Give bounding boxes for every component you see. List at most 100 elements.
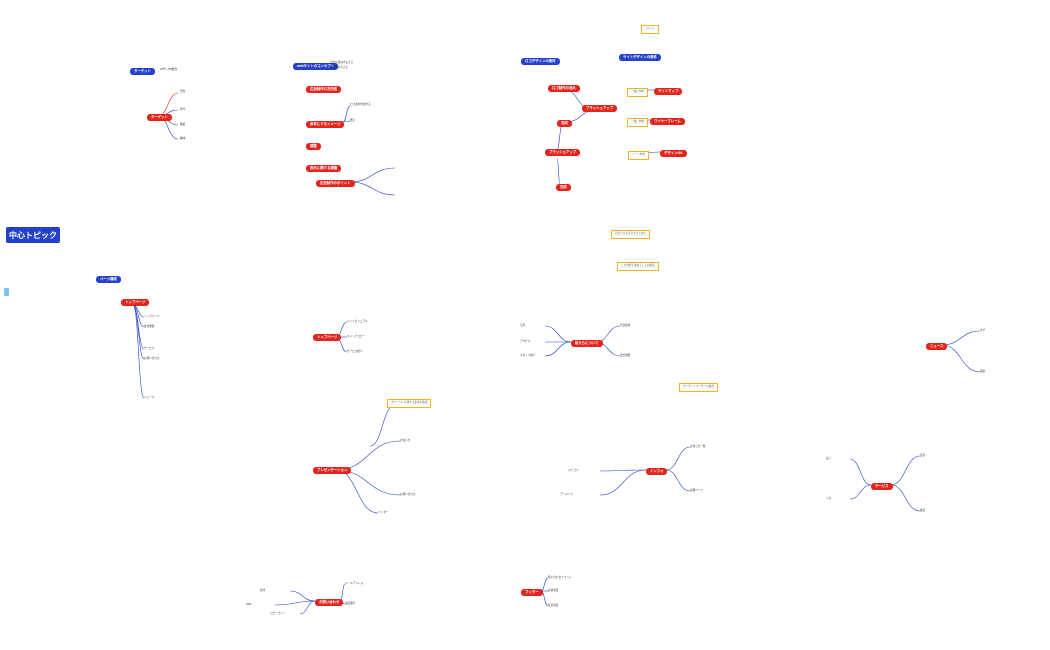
node-r-service[interactable]: サービス	[871, 483, 893, 491]
node-r-design-req[interactable]: 広告制作の方向性	[306, 86, 342, 94]
node-t-f3[interactable]: 住所	[260, 589, 266, 592]
node-t-i5[interactable]: タグ	[980, 329, 986, 332]
node-n-note5[interactable]: 自分たちの考えをまとめる	[611, 230, 651, 239]
node-t-i6[interactable]: 検索	[980, 370, 986, 373]
node-n-note8[interactable]: ターゲットユーザーの確認	[679, 383, 719, 392]
node-t-a2[interactable]: 会社概要	[620, 354, 631, 357]
connector-line-6	[349, 167, 396, 183]
node-t-x2[interactable]: 確認	[920, 509, 926, 512]
connector-line-23	[369, 404, 396, 447]
node-t-tg4[interactable]: 年代	[180, 108, 186, 111]
node-t-p2[interactable]: キャッチコピー	[347, 335, 366, 338]
node-t-i2[interactable]: 詳細ページ	[690, 489, 703, 492]
node-r-kw2[interactable]: 広告制作のポイント	[316, 180, 355, 188]
connector-line-36	[941, 330, 981, 346]
node-t-f1[interactable]: メールアドレス	[345, 582, 364, 585]
node-n-note6[interactable]: この内容で進めることの確認	[617, 262, 659, 271]
node-t-c2[interactable]: 信頼感を与える	[330, 66, 349, 69]
node-t-f4[interactable]: SNS	[246, 603, 252, 606]
node-r-present[interactable]: プレゼンテーション	[313, 467, 352, 475]
node-t-p5[interactable]: お問い合わせ	[400, 493, 416, 496]
node-t-tg6[interactable]: 趣味	[180, 137, 186, 140]
node-r-info[interactable]: インフォ	[646, 468, 668, 476]
node-n-note1[interactable]: コメント	[641, 25, 660, 34]
connector-line-38	[890, 455, 921, 486]
node-r-adjust[interactable]: 調整	[306, 143, 321, 151]
node-r-top2[interactable]: トップページ	[313, 334, 342, 342]
node-n-note7[interactable]: 全ページに共通する要素を確認	[387, 399, 432, 408]
node-t-x1[interactable]: 送信	[920, 454, 926, 457]
node-t-c1[interactable]: 自社の強みを伝える	[330, 61, 354, 64]
node-t-i3[interactable]: カテゴリ	[568, 469, 579, 472]
node-t-a5[interactable]: スタッフ紹介	[520, 354, 536, 357]
node-t-s2[interactable]: 会社概要	[144, 325, 155, 328]
connector-line-4	[342, 105, 351, 123]
node-b-target[interactable]: ターゲット	[130, 68, 155, 76]
node-r-logo-done[interactable]: 完成	[557, 120, 572, 128]
node-t-f5[interactable]: コピーライト	[270, 612, 286, 615]
node-n-note4[interactable]: ノート作成	[628, 151, 649, 160]
node-b-logo-design[interactable]: ロゴデザインの案件	[521, 58, 560, 66]
node-t-a3[interactable]: 沿革	[520, 324, 526, 327]
node-t-x5[interactable]: 必須項目	[548, 589, 559, 592]
node-b-web-concept[interactable]: webサイトのコンセプト	[293, 63, 339, 71]
node-r-logo-flow[interactable]: ロゴ制作の流れ	[548, 85, 580, 93]
central-topic[interactable]: 中心トピック	[6, 227, 60, 243]
node-r-top[interactable]: トップページ	[121, 299, 150, 307]
connector-line-37	[941, 344, 981, 373]
node-n-note3[interactable]: 一緒に作成	[627, 118, 648, 127]
node-r-design-ok[interactable]: デザインOK	[660, 150, 687, 158]
connector-line-44	[289, 590, 316, 602]
node-t-f6[interactable]: 問い合わせフォーム	[548, 576, 572, 579]
node-t-tg2[interactable]: 女性	[172, 68, 178, 71]
connector-line-33	[665, 469, 691, 492]
node-r-logo-done2[interactable]: 完成	[556, 184, 571, 192]
connector-line-32	[665, 446, 691, 471]
node-t-p4[interactable]: お知らせ	[400, 439, 411, 442]
node-r-logo-brush2[interactable]: ブラッシュアップ	[545, 149, 581, 157]
node-t-l2[interactable]: 修正	[350, 119, 356, 122]
node-t-p1[interactable]: メインビジュアル	[347, 320, 368, 323]
node-t-i4[interactable]: アーカイブ	[560, 493, 573, 496]
resize-handle[interactable]	[4, 288, 9, 296]
connector-line-7	[349, 181, 396, 196]
node-n-note2[interactable]: 一緒に作成	[627, 88, 648, 97]
connector-line-24	[335, 440, 401, 471]
node-t-x4[interactable]: 入力	[826, 497, 832, 500]
node-t-s4[interactable]: お問い合わせ	[144, 357, 160, 360]
node-r-logo-brush[interactable]: ブラッシュアップ	[582, 105, 618, 113]
node-t-p6[interactable]: フッター	[378, 511, 389, 514]
node-t-l1[interactable]: ロゴ案を作成する	[350, 103, 371, 106]
connector-line-41	[849, 484, 872, 500]
node-r-kw1[interactable]: 表示に関する課題	[306, 165, 342, 173]
node-t-tg5[interactable]: 職業	[180, 123, 186, 126]
node-t-s1[interactable]: トップページ	[144, 315, 160, 318]
node-t-i1[interactable]: お知らせ一覧	[690, 445, 706, 448]
node-r-footer[interactable]: フッター	[521, 589, 543, 597]
node-r-target[interactable]: ターゲット	[147, 114, 172, 122]
node-t-a1[interactable]: 代表挨拶	[620, 324, 631, 327]
node-t-s3[interactable]: サービス	[144, 347, 155, 350]
node-t-f2[interactable]: 電話番号	[345, 602, 356, 605]
connector-line-11	[556, 157, 561, 185]
node-r-sitemap[interactable]: サイトマップ	[654, 88, 683, 96]
connector-line-10	[556, 125, 563, 151]
node-t-x3[interactable]: 完了	[826, 457, 832, 460]
node-r-ref-img[interactable]: 参考にするイメージ	[306, 121, 345, 129]
node-r-wire[interactable]: ワイヤーフレーム	[650, 118, 685, 126]
connector-line-45	[274, 600, 316, 606]
connector-line-0	[157, 92, 179, 117]
node-b-page-struct[interactable]: ページ構成	[96, 276, 121, 284]
connector-line-26	[335, 469, 379, 514]
node-t-tg3[interactable]: 男性	[180, 90, 186, 93]
node-t-s5[interactable]: ニュース	[144, 396, 155, 399]
node-t-x6[interactable]: 任意項目	[548, 604, 559, 607]
node-r-about[interactable]: 私たちについて	[571, 340, 603, 348]
node-t-a4[interactable]: アクセス	[520, 340, 531, 343]
node-r-news[interactable]: ニュース	[926, 343, 948, 351]
node-t-p3[interactable]: サービス紹介	[347, 350, 363, 353]
connector-line-34	[599, 469, 647, 472]
node-t-tg1[interactable]: 20代〜30代	[160, 68, 174, 71]
node-r-contact[interactable]: お問い合わせ	[315, 599, 344, 607]
node-b-site-design[interactable]: サイトデザインの案件	[619, 54, 661, 62]
